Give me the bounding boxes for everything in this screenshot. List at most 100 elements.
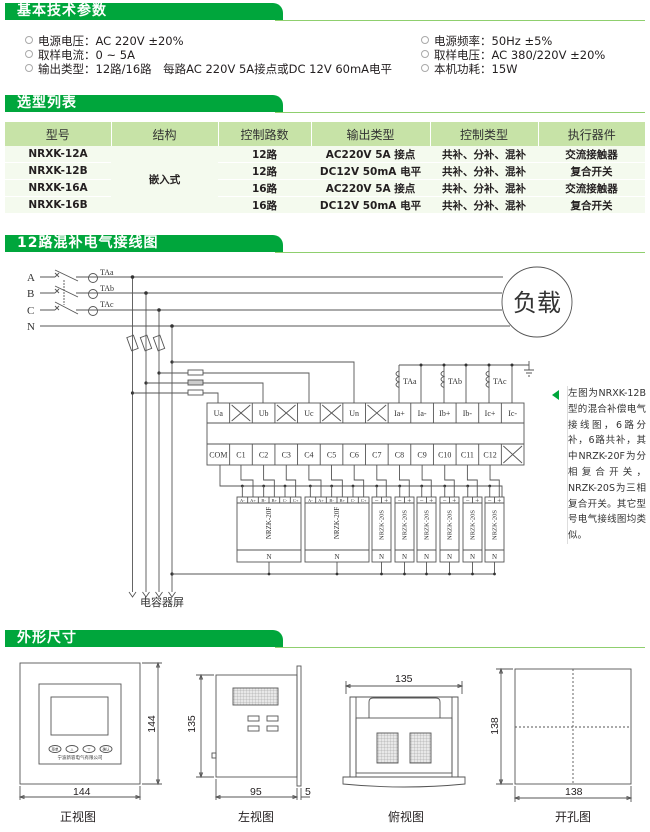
cutout-drawing [496, 667, 633, 802]
left-view-caption: 左视图 [237, 810, 275, 824]
module-n-label: N [492, 553, 497, 561]
company-label: 宁波新容电气有限公司 [58, 754, 103, 761]
bullet-icon [421, 36, 429, 44]
phase-label-n: N [27, 321, 35, 333]
module-n-label: N [424, 553, 429, 561]
column-header: 控制路数 [218, 122, 312, 146]
fuse-icon [126, 334, 166, 352]
flange-label: 5 [305, 786, 311, 798]
module-pin: C+ [293, 498, 299, 503]
current-transformers: TAa TAb TAc [88, 268, 114, 316]
terminal-c5: C5 [327, 451, 336, 460]
module-pin: A- [240, 498, 245, 503]
module-name: NRZK-20F [333, 507, 341, 539]
module-pin: + [497, 497, 501, 505]
terminal-ia+: Ia+ [394, 409, 405, 418]
module-name: NRZK-20S [470, 510, 477, 540]
module-pin: + [384, 497, 388, 505]
svg-text:△: △ [71, 748, 74, 752]
svg-text:确认: 确认 [103, 747, 110, 752]
table-header-row: 型号 结构 控制路数 输出类型 控制类型 执行器件 [5, 122, 645, 146]
module-n-label: N [470, 553, 475, 561]
column-header: 输出类型 [311, 122, 431, 146]
switch-modules: A-A+B-B+C-C+NRZK-20FNA-A+B-B+C-C+NRZK-20… [172, 465, 505, 576]
bullet-icon [421, 50, 429, 58]
terminal-ic-: Ic- [508, 409, 517, 418]
column-header: 控制类型 [430, 122, 539, 146]
module-pin: − [398, 497, 402, 505]
wiring-note: 左图为NRXK-12B型的混合补偿电气接线图，6路分补，6路共补，其中NRZK-… [567, 386, 646, 544]
terminal-c7: C7 [372, 451, 381, 460]
front-panel-button [99, 745, 113, 753]
front-panel-button [82, 745, 96, 753]
section-header-dimensions: 外形尺寸 [5, 630, 645, 648]
svg-text:TAb: TAb [448, 377, 462, 386]
module-pin: + [452, 497, 456, 505]
cutout-caption: 开孔图 [554, 810, 592, 824]
table-row: NRXK-16B 16路 DC12V 50mA 电平 共补、分补、混补 复合开关 [5, 196, 645, 214]
module-name: NRZK-20S [424, 510, 431, 540]
spec-item: 电源电压：AC 220V ±20% [25, 34, 184, 48]
front-height-label: 144 [145, 715, 158, 733]
module-name: NRZK-20S [492, 510, 499, 540]
blank-terminal [367, 404, 387, 422]
top-view-drawing [342, 681, 466, 788]
blank-terminal [503, 445, 523, 464]
terminal-c2: C2 [259, 451, 268, 460]
module-pin: B+ [272, 498, 278, 503]
front-width-label: 144 [73, 786, 91, 798]
terminal-ub: Ub [259, 409, 269, 418]
module-pin: A+ [318, 498, 324, 503]
module-pin: A- [308, 498, 313, 503]
module-name: NRZK-20F [265, 507, 273, 539]
blank-terminal [231, 404, 251, 422]
section-header-selection: 选型列表 [5, 95, 645, 113]
blank-terminal [276, 404, 296, 422]
module-pin: − [466, 497, 470, 505]
svg-text:TAc: TAc [493, 377, 507, 386]
terminal-uc: Uc [304, 409, 314, 418]
top-view-caption: 俯视图 [387, 810, 425, 824]
terminal-un: Un [349, 409, 359, 418]
section-header-wiring: 12路混补电气接线图 [5, 235, 645, 253]
svg-text:TAc: TAc [100, 300, 114, 309]
module-n-label: N [334, 553, 339, 561]
svg-text:TAb: TAb [100, 284, 114, 293]
terminal-c6: C6 [350, 451, 359, 460]
table-row: NRXK-12A 嵌入式 12路 AC220V 5A 接点 共补、分补、混补 交… [5, 146, 645, 214]
spec-item: 取样电压：AC 380/220V ±20% [421, 48, 605, 62]
module-pin: − [488, 497, 492, 505]
module-pin: + [407, 497, 411, 505]
svg-text:菜单: 菜单 [52, 747, 59, 752]
load: 负载 [501, 266, 573, 338]
module-pin: C- [351, 498, 356, 503]
module-pin: B+ [340, 498, 346, 503]
top-width-label: 135 [395, 673, 413, 685]
module-n-label: N [447, 553, 452, 561]
module-n-label: N [266, 553, 271, 561]
section-header-specs: 基本技术参数 [5, 3, 645, 21]
terminal-c8: C8 [395, 451, 404, 460]
module-pin: B- [261, 498, 266, 503]
column-header: 型号 [5, 122, 112, 146]
spec-item: 电源频率：50Hz ±5% [421, 34, 552, 48]
module-pin: C- [283, 498, 288, 503]
terminal-c3: C3 [282, 451, 291, 460]
module-name: NRZK-20S [447, 510, 454, 540]
bus-lines [40, 269, 510, 327]
table-row: NRXK-12B 12路 DC12V 50mA 电平 共补、分补、混补 复合开关 [5, 162, 645, 180]
front-view-drawing: 菜单△▽确认 宁波新容电气有限公司 [18, 661, 162, 800]
terminal-ia-: Ia- [418, 409, 427, 418]
terminal-ib-: Ib- [463, 409, 473, 418]
terminal-c10: C10 [438, 451, 451, 460]
phase-label-c: C [27, 305, 34, 317]
terminal-com: COM [209, 451, 227, 460]
table-row: NRXK-16A 16路 AC220V 5A 接点 共补、分补、混补 交流接触器 [5, 179, 645, 197]
bullet-icon [25, 36, 33, 44]
module-pin: − [375, 497, 379, 505]
spec-item: 本机功耗：15W [421, 62, 518, 76]
bullet-icon [421, 64, 429, 72]
column-header: 执行器件 [538, 122, 645, 146]
terminal-ua: Ua [214, 409, 224, 418]
